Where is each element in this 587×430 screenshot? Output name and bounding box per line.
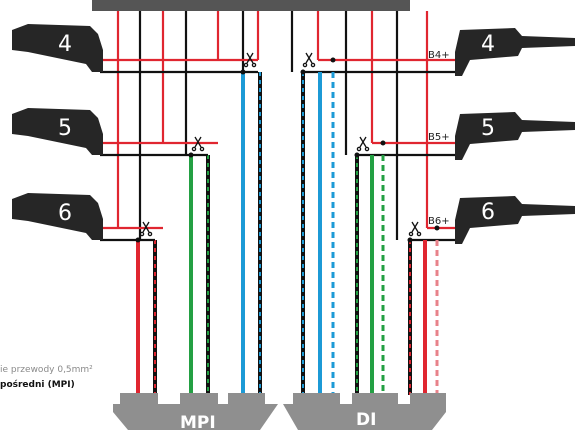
injector-number: 6 (481, 200, 495, 225)
left-junctions (135, 69, 258, 243)
left-cut-marks (139, 52, 257, 237)
b4-label: B4+ (428, 50, 450, 61)
injector-number: 4 (58, 32, 72, 57)
right-junctions (300, 57, 440, 243)
injector-number: 5 (481, 116, 495, 141)
injector-number: 4 (481, 32, 495, 57)
injector-4-right: 4 B4+ (428, 28, 575, 76)
scissors-icon (142, 221, 150, 233)
mpi-output-wires (136, 72, 262, 395)
di-output-wires (301, 72, 439, 395)
right-injectors: 4 B4+ 5 B5+ 6 B6+ (428, 28, 575, 244)
scissors-icon (411, 221, 419, 233)
injector-5-right: 5 B5+ (428, 112, 575, 160)
b6-label: B6+ (428, 216, 450, 227)
mpi-label: MPI (180, 413, 216, 430)
connector-di: DI (283, 393, 446, 430)
scissors-icon (246, 52, 254, 64)
injector-4-left: 4 (12, 24, 103, 72)
scissors-icon (194, 136, 202, 148)
legend-line-2: pośredni (MPI) (0, 379, 75, 390)
injector-6-right: 6 B6+ (428, 196, 575, 244)
injector-5-left: 5 (12, 108, 103, 155)
left-wiring (100, 11, 260, 242)
right-wiring (290, 11, 455, 242)
injector-number: 6 (58, 201, 72, 226)
right-cut-marks (302, 52, 422, 237)
scissors-icon (305, 52, 313, 64)
header-bar (92, 0, 410, 11)
connector-mpi: MPI (113, 393, 278, 430)
injector-6-left: 6 (12, 193, 103, 240)
left-injectors: 4 5 6 (12, 24, 103, 240)
injector-number: 5 (58, 116, 72, 141)
scissors-icon (359, 136, 367, 148)
b5-label: B5+ (428, 132, 450, 143)
legend-line-1: ie przewody 0,5mm² (0, 365, 93, 375)
di-label: DI (356, 410, 376, 430)
